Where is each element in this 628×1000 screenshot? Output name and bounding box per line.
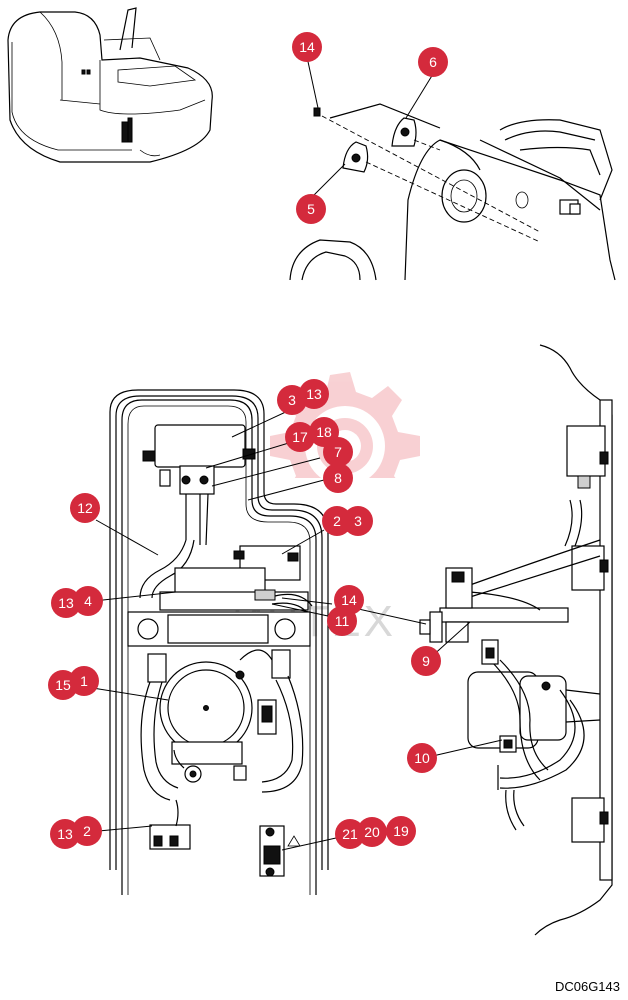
svg-text:14: 14 — [299, 39, 315, 55]
svg-text:18: 18 — [316, 424, 332, 440]
callout-11: 11 — [327, 606, 357, 636]
svg-text:19: 19 — [393, 823, 409, 839]
figure-code: DC06G143 — [554, 979, 620, 994]
callout-6: 6 — [418, 47, 448, 77]
callout-21: 21 — [335, 819, 365, 849]
callout-13-top: 13 — [299, 379, 329, 409]
svg-text:7: 7 — [334, 444, 342, 460]
callout-2-bottom: 2 — [72, 816, 102, 846]
callout-20: 20 — [357, 817, 387, 847]
callout-2-mid: 2 — [322, 506, 352, 536]
side-view — [419, 344, 613, 936]
svg-text:15: 15 — [55, 677, 71, 693]
callout-7: 7 — [323, 437, 353, 467]
mounting-detail-view — [289, 103, 616, 281]
svg-text:21: 21 — [342, 826, 358, 842]
machine-overview-view — [7, 7, 213, 163]
svg-text:11: 11 — [335, 613, 350, 629]
callout-9: 9 — [411, 646, 441, 676]
svg-text:2: 2 — [333, 513, 341, 529]
svg-text:13: 13 — [57, 826, 73, 842]
callout-4: 4 — [73, 586, 103, 616]
svg-text:13: 13 — [306, 386, 322, 402]
svg-text:3: 3 — [288, 392, 296, 408]
callout-14-top: 14 — [292, 32, 322, 62]
svg-text:8: 8 — [334, 470, 342, 486]
svg-text:5: 5 — [307, 201, 315, 217]
callout-15: 15 — [48, 670, 78, 700]
callout-12: 12 — [70, 493, 100, 523]
svg-text:2: 2 — [83, 823, 91, 839]
svg-text:10: 10 — [414, 750, 430, 766]
svg-text:9: 9 — [422, 653, 430, 669]
callout-3-mid: 3 — [343, 506, 373, 536]
svg-text:13: 13 — [58, 595, 74, 611]
control-panel-view — [109, 389, 329, 895]
callout-5: 5 — [296, 194, 326, 224]
callout-13-bottom: 13 — [50, 819, 80, 849]
svg-text:20: 20 — [364, 824, 380, 840]
svg-text:4: 4 — [84, 593, 92, 609]
callout-8: 8 — [323, 463, 353, 493]
svg-text:1: 1 — [80, 673, 88, 689]
callout-10: 10 — [407, 743, 437, 773]
callout-19: 19 — [386, 816, 416, 846]
svg-text:17: 17 — [292, 429, 308, 445]
svg-text:12: 12 — [77, 500, 93, 516]
callout-17: 17 — [285, 422, 315, 452]
svg-text:3: 3 — [354, 513, 362, 529]
svg-text:14: 14 — [341, 592, 357, 608]
callout-13-mid: 13 — [51, 588, 81, 618]
svg-text:6: 6 — [429, 54, 437, 70]
